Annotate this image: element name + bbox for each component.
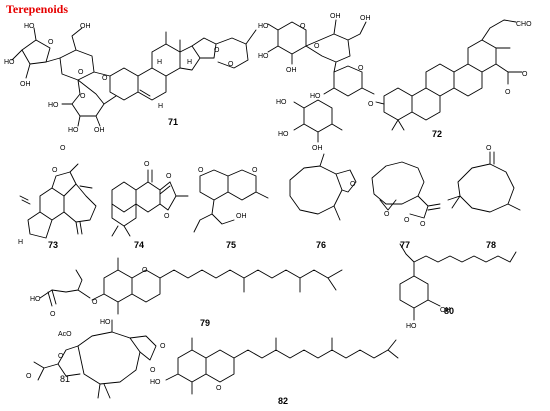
atom-label-h: H [187, 59, 192, 66]
atom-label-ho: HO [24, 23, 35, 30]
atom-label-o: O [26, 373, 32, 380]
atom-label-h: H [158, 103, 163, 110]
structure-82: HO O [150, 337, 399, 395]
atom-label-oh: OH [236, 213, 247, 220]
structure-72: HO HO OH O OH OH O HO O HO HO OH [258, 13, 532, 152]
atom-label-o: O [142, 267, 148, 274]
atom-label-o: O [80, 93, 86, 100]
atom-label-o: O [384, 211, 390, 218]
atom-label-oh: OH [286, 67, 297, 74]
figure-heading: Terepenoids [6, 2, 69, 16]
atom-label-o: O [78, 69, 84, 76]
atom-label-o: O [166, 173, 172, 180]
atom-label-cho: CHO [516, 21, 532, 28]
compound-label-81: 81 [60, 374, 71, 384]
atom-label-o: O [300, 23, 306, 30]
atom-label-oh: OH [20, 81, 31, 88]
atom-label-o: O [144, 161, 150, 168]
compound-label-78: 78 [486, 240, 497, 250]
atom-label-oh: OH [330, 13, 341, 20]
structure-76: O [289, 153, 357, 221]
atom-label-ho: HO [30, 296, 41, 303]
atom-label-o: O [486, 145, 492, 152]
atom-label-o: O [102, 75, 108, 82]
structure-74: O O O [111, 161, 189, 237]
compound-label-71: 71 [168, 117, 179, 127]
atom-label-o: O [252, 167, 258, 174]
atom-label-ho: HO [258, 23, 269, 30]
atom-label-ho: HO [68, 127, 79, 134]
compound-label-80: 80 [444, 306, 455, 316]
atom-label-o: O [522, 71, 528, 78]
atom-label-o: O [368, 101, 374, 108]
atom-label-o: O [164, 213, 170, 220]
atom-label-ho: HO [48, 102, 59, 109]
structure-75: O O OH [193, 167, 269, 233]
atom-label-o: O [216, 385, 222, 392]
atom-label-o: O [214, 47, 220, 54]
atom-label-h: H [157, 59, 162, 66]
structure-73: O O H [18, 145, 97, 246]
atom-label-h: H [18, 239, 23, 246]
atom-label-ho: HO [406, 323, 417, 330]
atom-label-oh: OH [440, 307, 451, 314]
atom-label-o: O [358, 65, 364, 72]
atom-label-o: O [52, 167, 58, 174]
atom-label-o: O [404, 217, 410, 224]
structure-81: AcO HO O O O O [26, 319, 166, 399]
atom-label-ho: HO [310, 93, 321, 100]
compound-label-79: 79 [200, 318, 211, 328]
atom-label-o: O [50, 311, 56, 318]
atom-label-o: O [60, 145, 66, 152]
atom-label-o: O [198, 167, 204, 174]
compound-label-77: 77 [400, 240, 411, 250]
atom-label-ho: HO [258, 53, 269, 60]
compound-label-82: 82 [278, 396, 289, 406]
atom-label-ho: HO [4, 59, 15, 66]
structure-71: HO OH HO O OH O HO HO OH O O [4, 23, 257, 134]
atom-label-oh: OH [312, 145, 323, 152]
atom-label-o: O [228, 61, 234, 68]
atom-label-o: O [150, 367, 156, 374]
structure-79: HO O O O [30, 257, 343, 318]
compound-label-75: 75 [226, 240, 237, 250]
atom-label-aco: AcO [58, 331, 72, 338]
atom-label-oh: OH [360, 15, 371, 22]
compound-label-76: 76 [316, 240, 327, 250]
atom-label-o: O [92, 299, 98, 306]
atom-label-o: O [160, 343, 166, 350]
atom-label-ho: HO [100, 319, 111, 326]
atom-label-ho: HO [150, 379, 161, 386]
compound-label-74: 74 [134, 240, 145, 250]
atom-label-o: O [314, 43, 320, 50]
atom-label-o: O [505, 89, 511, 96]
atom-label-ho: HO [276, 99, 287, 106]
compound-label-73: 73 [48, 240, 59, 250]
structure-78: O [447, 145, 521, 213]
atom-label-ho: HO [278, 131, 289, 138]
atom-label-o: O [48, 39, 54, 46]
atom-label-oh: OH [80, 23, 91, 30]
atom-label-oh: OH [94, 127, 105, 134]
atom-label-o: O [58, 353, 64, 360]
structure-80: HO OH [399, 243, 517, 330]
atom-label-o: O [350, 181, 356, 188]
atom-label-o: O [420, 221, 426, 228]
structure-77: O O O [371, 161, 441, 228]
compound-label-72: 72 [432, 129, 443, 139]
